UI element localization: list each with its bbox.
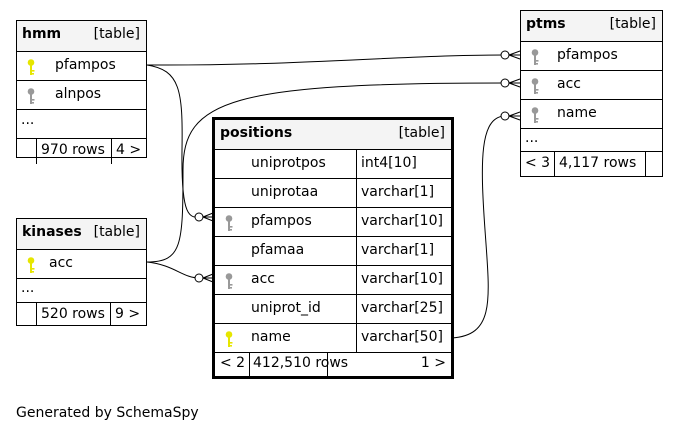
children-link[interactable]: 1 > xyxy=(420,355,446,371)
row-count: 970 rows xyxy=(41,142,105,158)
column-row-acc[interactable]: acc xyxy=(521,70,662,99)
index-key-icon xyxy=(531,78,539,94)
table-footer: < 3 4,117 rows xyxy=(521,151,662,177)
column-type: varchar[1] xyxy=(361,242,435,258)
crowfoot-ptms-name xyxy=(500,111,521,121)
column-type: varchar[10] xyxy=(361,271,443,287)
more-columns-row: ... xyxy=(17,109,146,138)
table-ptms[interactable]: ptms [table] pfampos acc name ... < 3 4,… xyxy=(520,10,663,177)
column-name: alnpos xyxy=(55,86,102,102)
generated-by-footer: Generated by SchemaSpy xyxy=(16,405,199,421)
column-row-uniprot-id[interactable]: uniprot_id varchar[25] xyxy=(215,294,451,323)
index-key-icon xyxy=(225,273,233,289)
column-row-alnpos[interactable]: alnpos xyxy=(17,80,146,109)
table-footer: 520 rows 9 > xyxy=(17,302,146,326)
crowfoot-ptms-acc xyxy=(500,78,521,88)
column-name: name xyxy=(251,329,291,345)
parents-link[interactable]: < 3 xyxy=(525,155,551,171)
crowfoot-positions-acc xyxy=(194,273,214,283)
table-kinases[interactable]: kinases [table] acc ... 520 rows 9 > xyxy=(16,218,147,326)
crowfoot-positions-pfampos xyxy=(194,212,214,222)
index-key-icon xyxy=(531,107,539,123)
column-name: pfampos xyxy=(251,213,312,229)
children-link[interactable]: 9 > xyxy=(115,306,141,322)
primary-key-icon xyxy=(27,59,35,75)
table-header: hmm [table] xyxy=(17,21,146,51)
column-type: varchar[50] xyxy=(361,329,443,345)
table-header: positions [table] xyxy=(215,120,451,149)
table-name: positions xyxy=(220,125,293,141)
column-name: uniprotaa xyxy=(251,184,319,200)
column-type: int4[10] xyxy=(361,155,417,171)
edge-kinases-ptms xyxy=(146,82,505,263)
column-row-uniprotaa[interactable]: uniprotaa varchar[1] xyxy=(215,178,451,207)
column-name: pfamaa xyxy=(251,242,305,258)
table-type-tag: [table] xyxy=(93,26,140,42)
row-count: 4,117 rows xyxy=(559,155,637,171)
column-name: uniprotpos xyxy=(251,155,326,171)
column-row-name[interactable]: name varchar[50] xyxy=(215,323,451,352)
index-key-icon xyxy=(225,215,233,231)
column-row-pfampos[interactable]: pfampos xyxy=(17,51,146,80)
column-name: acc xyxy=(251,271,275,287)
column-type: varchar[25] xyxy=(361,300,443,316)
table-footer: < 2 412,510 rows 1 > xyxy=(215,352,451,376)
table-header: kinases [table] xyxy=(17,219,146,249)
table-type-tag: [table] xyxy=(93,224,140,240)
children-link[interactable]: 4 > xyxy=(116,142,142,158)
column-name: acc xyxy=(49,255,73,271)
row-count: 412,510 rows xyxy=(253,355,349,371)
index-key-icon xyxy=(27,88,35,104)
primary-key-icon xyxy=(225,331,233,347)
table-type-tag: [table] xyxy=(609,16,656,32)
column-row-acc[interactable]: acc varchar[10] xyxy=(215,265,451,294)
more-columns: ... xyxy=(525,130,539,146)
crowfoot-ptms-pfampos xyxy=(500,50,521,60)
parents-link[interactable]: < 2 xyxy=(220,355,246,371)
more-columns-row: ... xyxy=(521,128,662,151)
column-row-pfampos[interactable]: pfampos xyxy=(521,41,662,70)
column-type: varchar[1] xyxy=(361,184,435,200)
table-name: hmm xyxy=(22,26,62,42)
row-count: 520 rows xyxy=(41,306,105,322)
more-columns-row: ... xyxy=(17,278,146,302)
column-row-acc[interactable]: acc xyxy=(17,249,146,278)
table-header: ptms [table] xyxy=(521,11,662,41)
column-name: acc xyxy=(557,76,581,92)
table-footer: 970 rows 4 > xyxy=(17,138,146,164)
table-name: kinases xyxy=(22,224,82,240)
edge-kinases-positions xyxy=(146,261,201,279)
edge-positions-ptms xyxy=(451,115,505,339)
table-hmm[interactable]: hmm [table] pfampos alnpos ... 970 rows … xyxy=(16,20,147,164)
table-positions[interactable]: positions [table] uniprotpos int4[10] un… xyxy=(212,117,454,379)
column-name: name xyxy=(557,105,597,121)
column-name: pfampos xyxy=(557,47,618,63)
column-row-pfamaa[interactable]: pfamaa varchar[1] xyxy=(215,236,451,265)
more-columns: ... xyxy=(21,112,35,128)
table-name: ptms xyxy=(526,16,566,32)
edge-hmm-ptms xyxy=(146,54,505,66)
column-name: uniprot_id xyxy=(251,300,321,316)
column-type: varchar[10] xyxy=(361,213,443,229)
column-row-name[interactable]: name xyxy=(521,99,662,128)
table-type-tag: [table] xyxy=(398,125,445,141)
column-row-pfampos[interactable]: pfampos varchar[10] xyxy=(215,207,451,236)
column-row-uniprotpos[interactable]: uniprotpos int4[10] xyxy=(215,149,451,178)
more-columns: ... xyxy=(21,280,35,296)
index-key-icon xyxy=(531,49,539,65)
edge-hmm-positions xyxy=(146,64,203,218)
column-name: pfampos xyxy=(55,57,116,73)
primary-key-icon xyxy=(27,257,35,273)
